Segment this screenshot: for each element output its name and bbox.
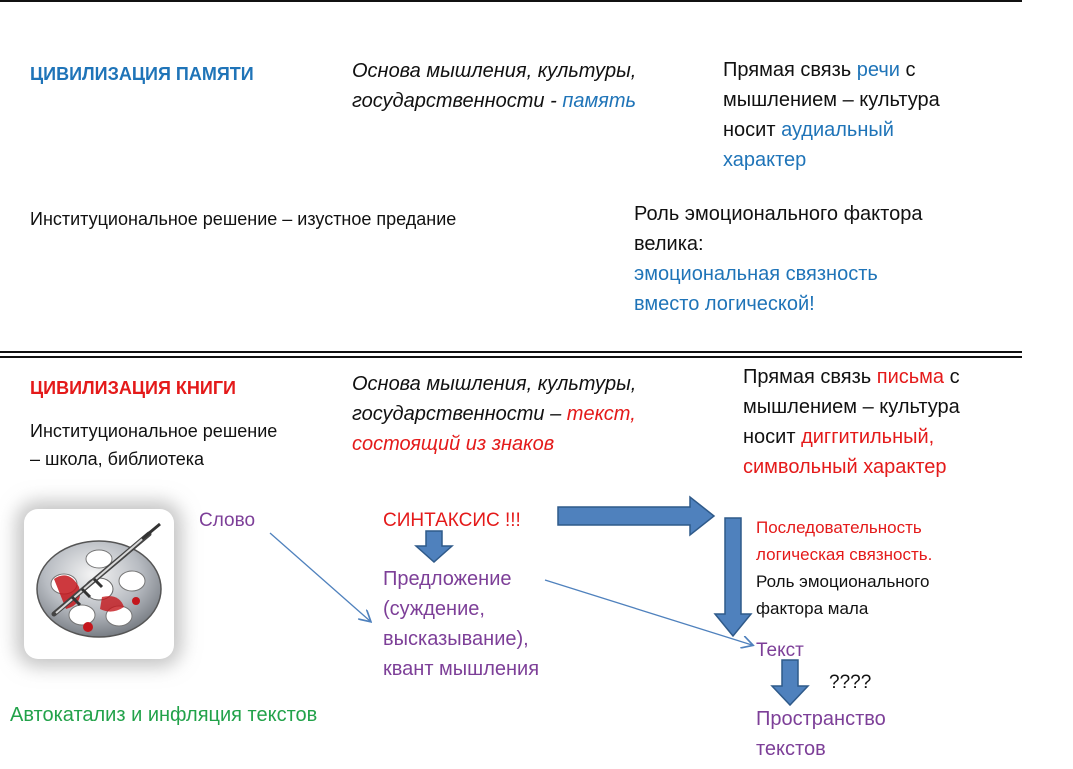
book-basis-line1: Основа мышления, культуры, xyxy=(352,373,637,395)
book-link-text-post: с xyxy=(944,366,960,388)
memory-basis: Основа мышления, культуры, государственн… xyxy=(352,56,636,116)
memory-link-line3-highlight: аудиальный xyxy=(781,119,894,141)
block-arrow-down-text xyxy=(770,659,810,707)
book-institution-line2: – школа, библиотека xyxy=(30,449,205,469)
memory-emotion-line1: Роль эмоционального фактора xyxy=(634,203,923,225)
sequence-block: Последовательность логическая связность.… xyxy=(756,514,932,622)
book-basis-line2: государственности – текст, xyxy=(352,399,636,429)
sequence-line1: Последовательность xyxy=(756,518,922,537)
memory-emotion: Роль эмоционального фактора велика: эмоц… xyxy=(634,199,922,319)
book-basis-line3: состоящий из знаков xyxy=(352,433,555,455)
autocatalysis-label: Автокатализ и инфляция текстов xyxy=(10,704,318,726)
memory-link-line3: носит аудиальный xyxy=(723,115,940,145)
memory-basis-line2: государственности - память xyxy=(352,86,636,116)
sequence-line3: Роль эмоционального xyxy=(756,572,930,591)
book-heading: ЦИВИЛИЗАЦИЯ КНИГИ xyxy=(30,378,236,398)
question-marks: ???? xyxy=(829,672,872,693)
sentence-line2: (суждение, xyxy=(383,598,485,620)
top-rule xyxy=(0,0,1022,2)
memory-emotion-line3: эмоциональная связность xyxy=(634,263,878,285)
sentence-line4: квант мышления xyxy=(383,658,540,680)
book-link-highlight: письма xyxy=(876,366,945,388)
memory-link-line2: мышлением – культура xyxy=(723,89,940,111)
memory-heading: ЦИВИЛИЗАЦИЯ ПАМЯТИ xyxy=(30,64,254,84)
memory-link-highlight: речи xyxy=(856,59,900,81)
sequence-line4: фактора мала xyxy=(756,599,869,618)
sentence-block: Предложение (суждение, высказывание), кв… xyxy=(383,564,539,684)
section-separator-bottom xyxy=(0,356,1022,358)
thin-arrow-word-to-sentence xyxy=(269,532,370,621)
book-link-line4: символьный характер xyxy=(743,456,947,478)
space-block: Пространство текстов xyxy=(756,704,886,764)
memory-link-line3-text: носит xyxy=(723,119,782,141)
book-basis-text: государственности – xyxy=(352,403,567,425)
book-basis-highlight: текст, xyxy=(566,403,636,425)
word-label: Слово xyxy=(199,510,256,531)
memory-link: Прямая связь речи с мышлением – культура… xyxy=(723,55,940,175)
book-link-line2: мышлением – культура xyxy=(743,396,960,418)
section-separator-top xyxy=(0,351,1022,353)
illustration-frame xyxy=(24,509,174,659)
book-link-line3-highlight: диггитильный, xyxy=(801,426,935,448)
book-link-line3: носит диггитильный, xyxy=(743,422,960,452)
syntax-label: СИНТАКСИС !!! xyxy=(383,510,521,531)
book-link: Прямая связь письма с мышлением – культу… xyxy=(743,362,960,482)
memory-emotion-line2: велика: xyxy=(634,233,704,255)
memory-basis-highlight: память xyxy=(562,90,637,112)
memory-institution: Институциональное решение – изустное пре… xyxy=(30,209,457,229)
block-arrow-down-sequence xyxy=(713,517,753,638)
sequence-line2: логическая связность. xyxy=(756,545,933,564)
block-arrow-right xyxy=(557,495,716,537)
text-label: Текст xyxy=(756,640,804,661)
book-basis: Основа мышления, культуры, государственн… xyxy=(352,369,636,459)
space-line1: Пространство xyxy=(756,708,886,730)
book-link-line3-text: носит xyxy=(743,426,802,448)
book-link-line1: Прямая связь письма с xyxy=(743,362,960,392)
sentence-line1: Предложение xyxy=(383,568,512,590)
memory-link-text: Прямая связь xyxy=(723,59,857,81)
memory-emotion-line4: вместо логической! xyxy=(634,293,815,315)
space-line2: текстов xyxy=(756,738,826,760)
memory-link-text-post: с xyxy=(899,59,916,81)
memory-basis-line1: Основа мышления, культуры, xyxy=(352,60,637,82)
book-institution-line1: Институциональное решение xyxy=(30,421,278,441)
memory-basis-text: государственности - xyxy=(352,90,563,112)
block-arrow-down-syntax xyxy=(414,530,454,564)
memory-link-line1: Прямая связь речи с xyxy=(723,55,940,85)
thin-arrow-sentence-to-text xyxy=(544,579,752,645)
sentence-line3: высказывание), xyxy=(383,628,529,650)
book-institution: Институциональное решение – школа, библи… xyxy=(30,417,277,473)
book-link-text: Прямая связь xyxy=(743,366,877,388)
memory-link-line4: характер xyxy=(723,149,807,171)
film-reel-syringe-icon xyxy=(36,522,162,638)
